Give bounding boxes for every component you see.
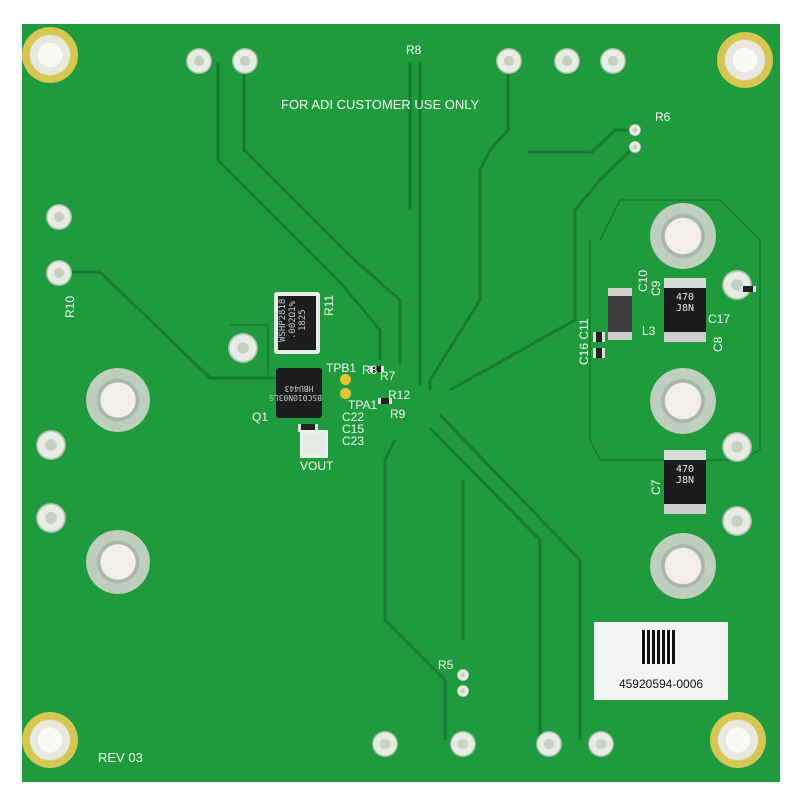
trace xyxy=(589,199,761,461)
capacitor-c17 xyxy=(740,286,756,292)
test-pad xyxy=(46,204,72,230)
vout-pad xyxy=(300,430,328,458)
label-tpa1: TPA1 xyxy=(348,398,378,412)
mounting-hole xyxy=(650,368,716,434)
trace xyxy=(216,62,382,360)
capacitor-c16 xyxy=(593,348,605,358)
trace xyxy=(528,128,632,154)
standoff-bottom-right xyxy=(710,712,766,768)
label-vout: VOUT xyxy=(300,459,334,473)
standoff-top-right xyxy=(717,32,773,88)
trace xyxy=(449,143,638,392)
label-q1: Q1 xyxy=(252,410,269,424)
label-c23: C23 xyxy=(342,434,365,448)
standoff-bottom-left xyxy=(22,712,78,768)
inductor-l3 xyxy=(608,288,632,340)
via-pad xyxy=(629,141,641,153)
capacitor-c22 xyxy=(298,424,318,432)
label-c22: C22 xyxy=(342,410,365,424)
mounting-hole xyxy=(86,368,150,432)
trace xyxy=(438,413,582,740)
test-pad xyxy=(588,731,614,757)
label-c16-c11: C16 C11 xyxy=(577,318,591,365)
test-pad xyxy=(186,48,212,74)
mounting-hole xyxy=(86,530,150,594)
test-pad xyxy=(232,48,258,74)
test-pad xyxy=(722,432,752,462)
label-r9: R9 xyxy=(390,407,406,421)
label-r7: R7 xyxy=(380,369,396,383)
test-pad xyxy=(46,260,72,286)
label-r6: R6 xyxy=(655,110,671,124)
serial-sticker: 45920594-0006 xyxy=(594,622,728,700)
mounting-hole xyxy=(650,203,716,269)
label-l3: L3 xyxy=(642,324,656,338)
label-c8: C8 xyxy=(711,336,725,352)
test-pad xyxy=(496,48,522,74)
mounting-hole xyxy=(650,533,716,599)
via-pad xyxy=(629,124,641,136)
via-pad xyxy=(457,685,469,697)
test-pad xyxy=(372,731,398,757)
test-pad xyxy=(554,48,580,74)
datamatrix-code xyxy=(642,630,676,664)
label-r8: R8 xyxy=(406,43,422,57)
label-tpb1: TPB1 xyxy=(326,361,357,375)
trace xyxy=(428,62,510,390)
test-pad xyxy=(536,731,562,757)
label-r12: R12 xyxy=(388,388,411,402)
label-c10: C10 xyxy=(636,269,650,292)
test-point-tpa1 xyxy=(340,388,351,399)
test-pad xyxy=(722,270,752,300)
trace xyxy=(242,62,402,365)
test-point-tpb1 xyxy=(340,374,351,385)
label-r10: R10 xyxy=(63,295,77,318)
resistor-r9 xyxy=(378,398,392,404)
label-c9: C9 xyxy=(649,280,663,296)
trace xyxy=(230,324,269,375)
test-pad xyxy=(228,333,258,363)
test-pad xyxy=(722,506,752,536)
capacitor-c7: 470 J8N xyxy=(664,450,706,514)
standoff-top-left xyxy=(22,27,78,83)
label-c7: C7 xyxy=(649,479,663,495)
trace xyxy=(383,439,447,740)
label-r5: R5 xyxy=(438,658,454,672)
test-pad xyxy=(600,48,626,74)
label-r11: R11 xyxy=(322,294,336,316)
capacitor-c11 xyxy=(593,332,605,342)
via-pad xyxy=(457,669,469,681)
label-r3: R3 xyxy=(362,363,378,377)
test-pad xyxy=(36,503,66,533)
test-pad xyxy=(450,731,476,757)
revision-text: REV 03 xyxy=(98,750,143,765)
notice-text: FOR ADI CUSTOMER USE ONLY xyxy=(281,97,480,112)
trace xyxy=(60,270,280,380)
shunt-resistor-r11: WSHP2818 .002Ω1% 1825 xyxy=(274,292,320,354)
serial-number: 45920594-0006 xyxy=(618,677,704,691)
label-c15: C15 xyxy=(342,422,365,436)
label-c17: C17 xyxy=(708,312,731,326)
capacitor-c8: 470 J8N xyxy=(664,278,706,342)
test-pad xyxy=(36,430,66,460)
resistor-r3 xyxy=(370,366,384,372)
mosfet-q1: BSC010N03LS HBU443 xyxy=(269,368,322,418)
trace xyxy=(428,426,542,740)
